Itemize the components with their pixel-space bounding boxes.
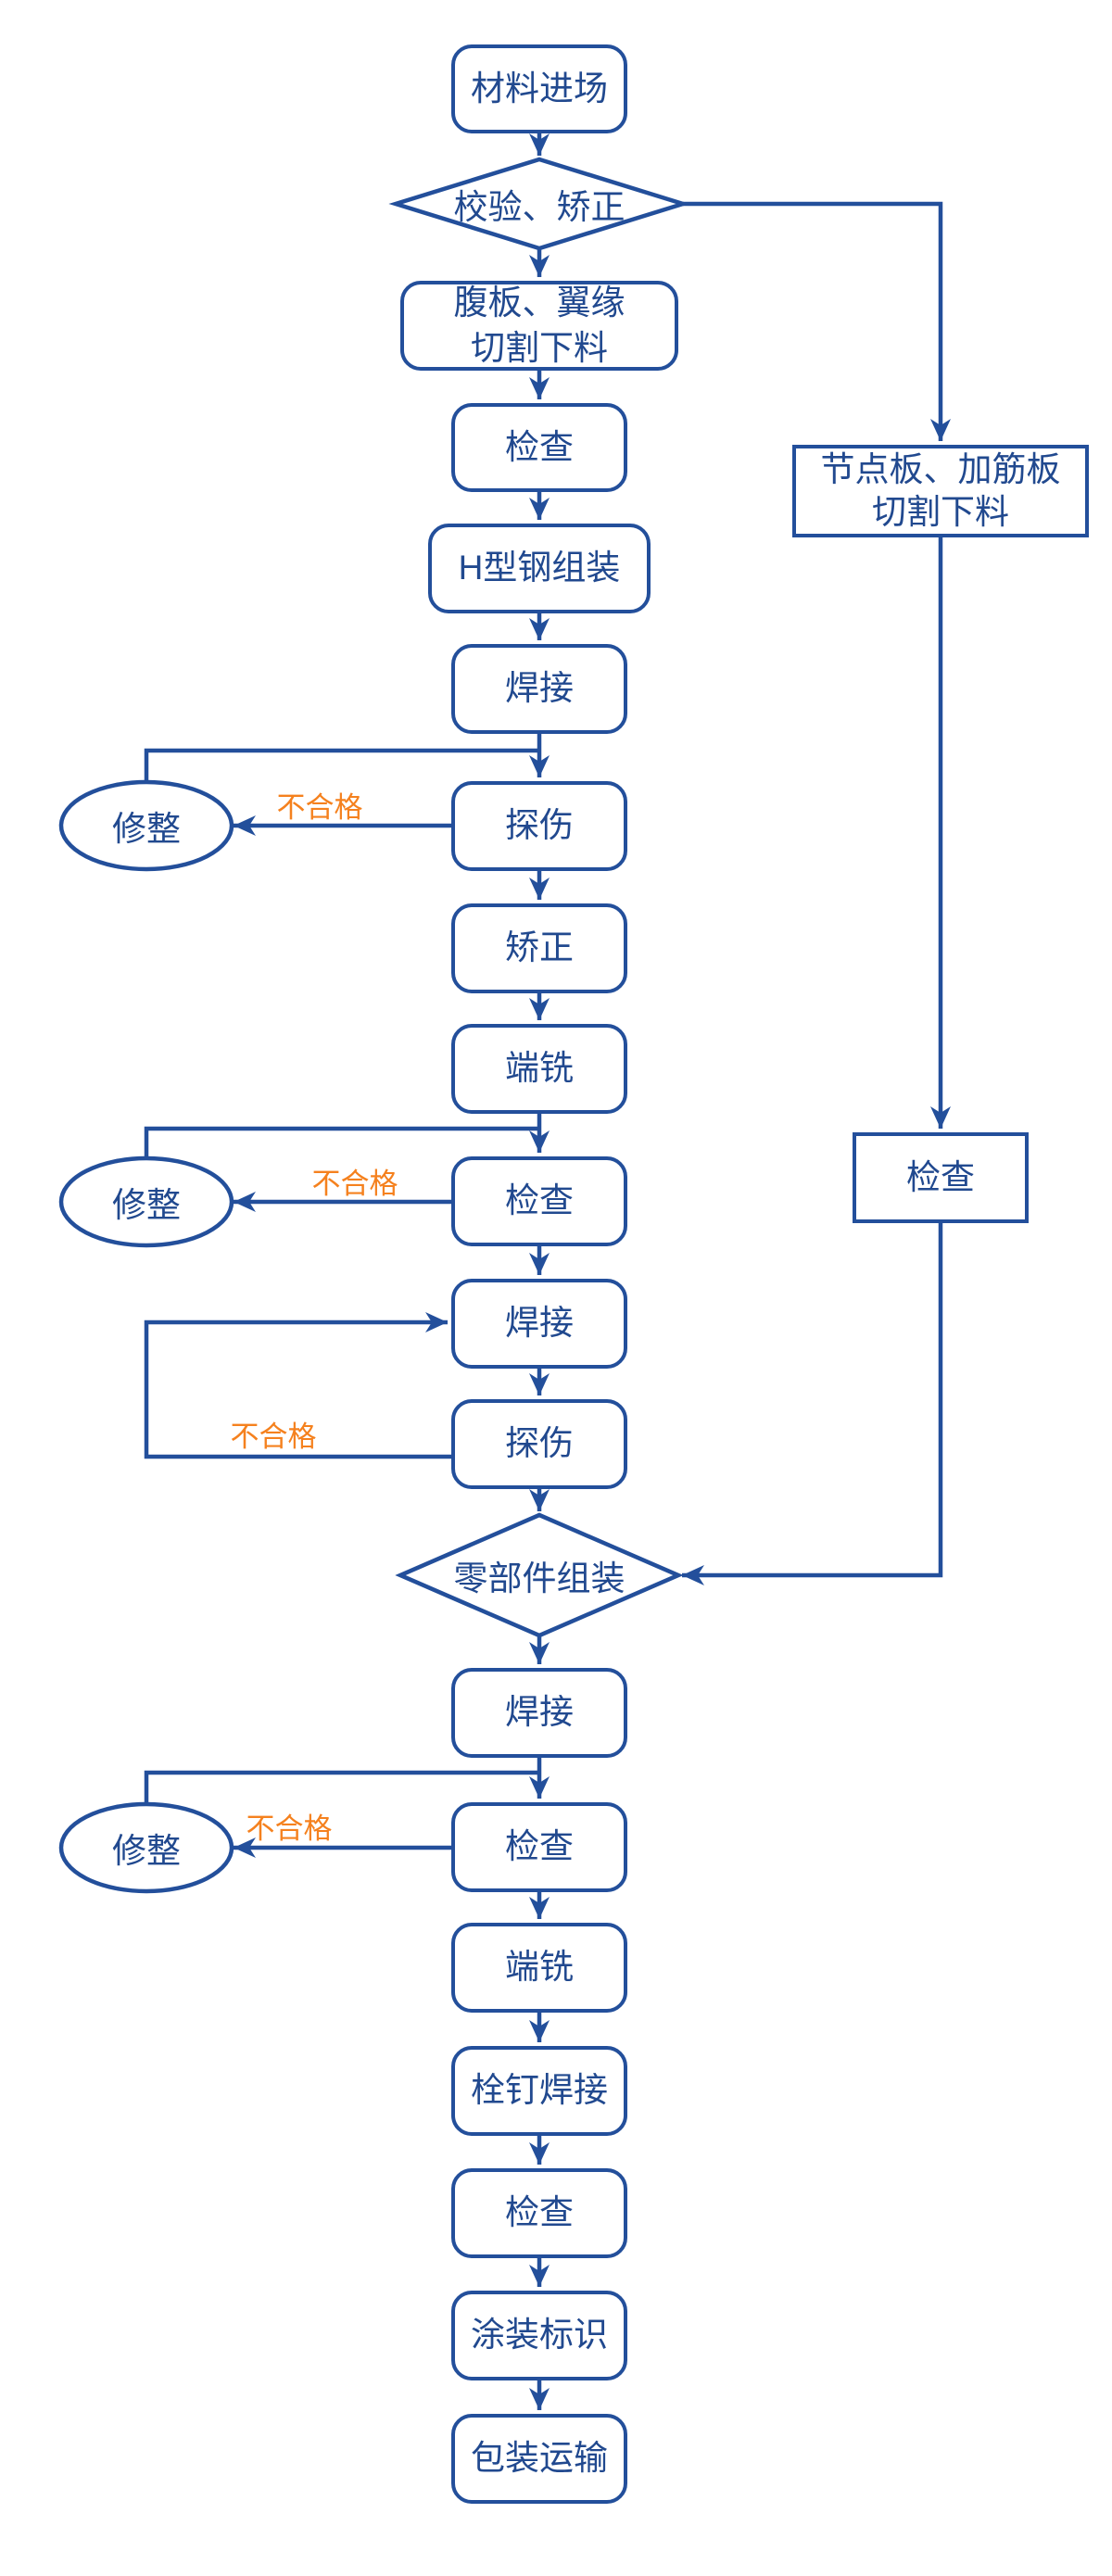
node-web-flange-cut-line2: 切割下料	[471, 328, 608, 367]
diamond-verify-correct	[388, 157, 690, 251]
node-inspect-4: 检查	[451, 2168, 627, 2258]
ellipse-repair-3	[58, 1801, 234, 1894]
node-repair-1-label: 修整	[112, 810, 181, 848]
ellipse-repair-1	[58, 779, 234, 872]
node-parts-assembly-label: 零部件组装	[453, 1559, 626, 1597]
node-flaw-detect-1: 探伤	[451, 781, 627, 871]
edge-label-fail-2: 不合格	[311, 1168, 398, 1200]
node-verify-correct-label: 校验、矫正	[453, 188, 626, 226]
node-gusset-stiffener-cut: 节点板、加筋板 切割下料	[792, 445, 1089, 537]
edge-label-fail-1: 不合格	[276, 791, 363, 824]
node-stud-weld: 栓钉焊接	[451, 2046, 627, 2136]
node-paint-mark: 涂装标识	[451, 2291, 627, 2380]
node-weld-2: 焊接	[451, 1279, 627, 1369]
node-inspect-right: 检查	[853, 1132, 1029, 1223]
node-flaw-detect-2: 探伤	[451, 1399, 627, 1489]
diamond-parts-assembly	[395, 1512, 684, 1638]
node-pack-ship: 包装运输	[451, 2414, 627, 2504]
node-inspect-1: 检查	[451, 403, 627, 492]
node-weld-1: 焊接	[451, 644, 627, 734]
edge-label-fail-3: 不合格	[230, 1421, 317, 1453]
node-end-mill-1: 端铣	[451, 1024, 627, 1114]
node-gusset-stiffener-cut-line1: 节点板、加筋板	[820, 449, 1061, 488]
node-web-flange-cut: 腹板、翼缘 切割下料	[400, 281, 678, 371]
node-repair-3-label: 修整	[112, 1832, 181, 1870]
node-end-mill-2: 端铣	[451, 1923, 627, 2013]
node-material-entry: 材料进场	[451, 44, 627, 133]
node-inspect-3: 检查	[451, 1802, 627, 1892]
node-gusset-stiffener-cut-line2: 切割下料	[872, 493, 1009, 531]
node-web-flange-cut-line1: 腹板、翼缘	[453, 283, 626, 322]
node-repair-2-label: 修整	[112, 1186, 181, 1224]
node-correct: 矫正	[451, 903, 627, 993]
ellipse-repair-2	[58, 1155, 234, 1248]
node-weld-3: 焊接	[451, 1668, 627, 1758]
node-h-beam-assembly: H型钢组装	[428, 524, 651, 613]
edge-label-fail-4: 不合格	[246, 1812, 333, 1845]
node-inspect-2: 检查	[451, 1156, 627, 1246]
